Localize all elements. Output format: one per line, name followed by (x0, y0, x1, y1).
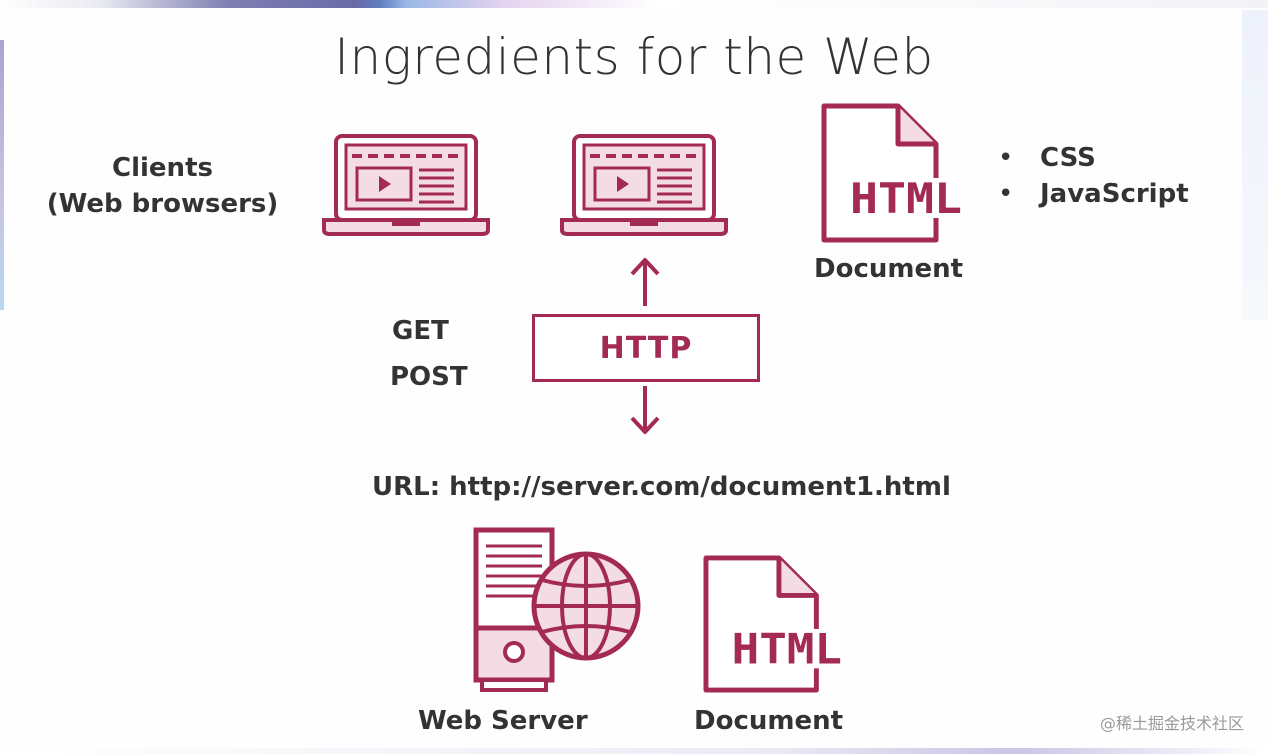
laptop-icon (560, 134, 728, 236)
watermark: @稀土掘金技术社区 (1099, 714, 1244, 733)
laptop-icon (322, 134, 490, 236)
url-label: URL: http://server.com/document1.html (372, 472, 951, 502)
http-label: HTTP (599, 330, 693, 366)
method-post: POST (390, 362, 468, 392)
clients-label-line1: Clients (112, 153, 213, 183)
html-document-icon: HTML (703, 555, 844, 693)
right-decoration (1242, 10, 1268, 320)
arrow-up-icon (630, 258, 660, 306)
html-icon-text: HTML (850, 174, 962, 223)
globe-icon (531, 551, 641, 661)
arrow-down-icon (630, 386, 660, 434)
clients-label-line2: (Web browsers) (46, 189, 279, 219)
html-document-icon: HTML (821, 103, 964, 243)
html-icon-text: HTML (732, 625, 842, 673)
bullet-item-css: CSS (998, 140, 1189, 176)
web-server-label: Web Server (418, 706, 588, 736)
left-decoration (0, 40, 4, 310)
method-get: GET (392, 316, 449, 346)
bottom-decoration (0, 748, 1268, 754)
web-server-icon (473, 527, 555, 692)
http-box: HTTP (532, 314, 760, 382)
document-bullet-list: CSS JavaScript (998, 140, 1189, 212)
top-decoration (0, 0, 1268, 8)
slide-title: Ingredients for the Web (334, 28, 934, 86)
bullet-item-javascript: JavaScript (998, 176, 1189, 212)
document-label-top: Document (814, 254, 964, 284)
clients-label: Clients (Web browsers) (30, 150, 295, 222)
document-label-bottom: Document (694, 706, 844, 736)
